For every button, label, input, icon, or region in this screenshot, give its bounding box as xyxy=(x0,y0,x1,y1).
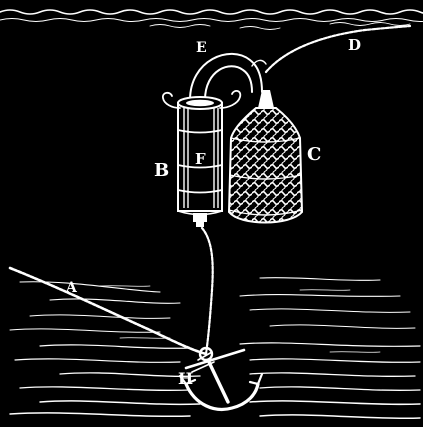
net-vessel-c xyxy=(227,90,304,224)
label-a: A xyxy=(65,280,78,296)
tube-e xyxy=(189,52,267,101)
label-c: C xyxy=(307,144,321,165)
seabed xyxy=(9,277,421,420)
label-b: B xyxy=(154,160,169,181)
anchor xyxy=(178,346,264,411)
rope-a xyxy=(8,266,208,356)
rope-d xyxy=(264,24,412,74)
label-f: F xyxy=(195,150,206,168)
cylinder-b xyxy=(162,90,242,227)
rope-cylinder-anchor xyxy=(200,226,214,356)
label-e: E xyxy=(196,40,207,56)
label-h: H xyxy=(178,369,193,388)
water-surface xyxy=(0,9,423,30)
label-d: D xyxy=(348,36,361,54)
